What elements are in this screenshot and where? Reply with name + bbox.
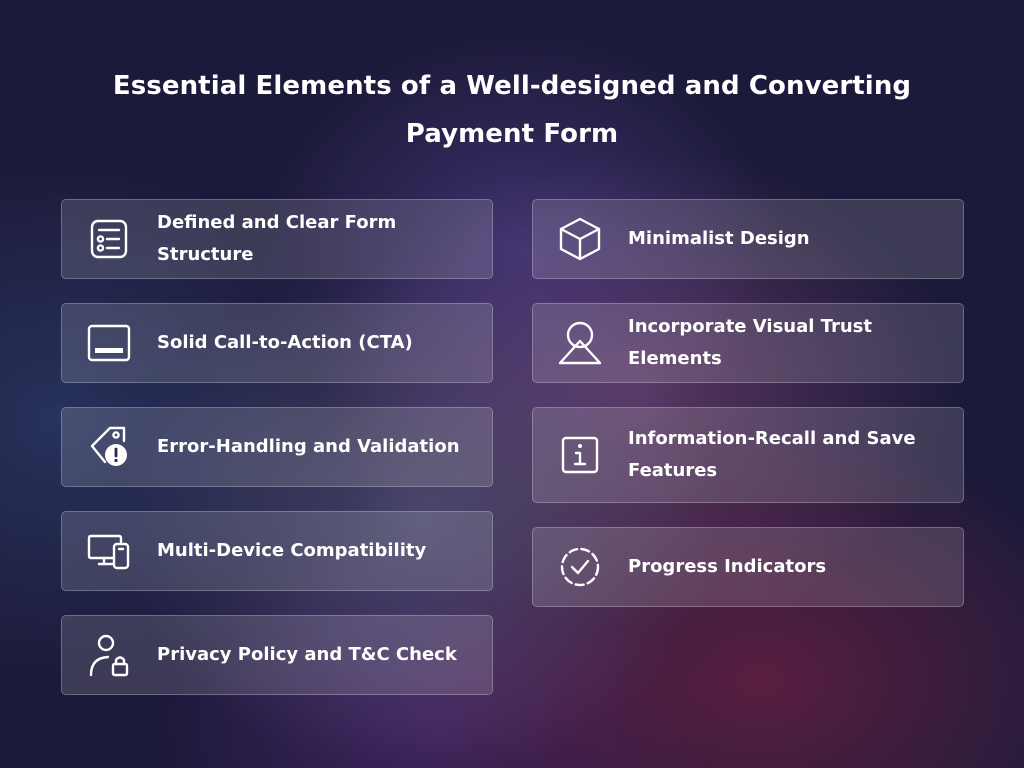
card-trust: Incorporate Visual Trust Elements <box>532 303 964 383</box>
form-list-icon <box>86 216 132 262</box>
card-minimalist: Minimalist Design <box>532 199 964 279</box>
card-label: Progress Indicators <box>628 556 827 577</box>
progress-check-icon <box>557 544 603 590</box>
tag-alert-icon <box>86 424 132 470</box>
card-recall: Information-Recall and Save Features <box>532 407 964 503</box>
card-form-structure: Defined and Clear Form Structure <box>61 199 493 279</box>
card-multi-device: Multi-Device Compatibility <box>61 511 493 591</box>
cube-icon <box>557 216 603 262</box>
card-progress: Progress Indicators <box>532 527 964 607</box>
card-label: Error-Handling and Validation <box>157 436 460 457</box>
user-lock-icon <box>86 632 132 678</box>
page-title: Essential Elements of a Well-designed an… <box>112 71 912 149</box>
card-label: Information-Recall and Save Features <box>628 428 916 481</box>
devices-icon <box>86 528 132 574</box>
shapes-icon <box>557 320 603 366</box>
card-cta: Solid Call-to-Action (CTA) <box>61 303 493 383</box>
card-label: Defined and Clear Form Structure <box>157 212 397 265</box>
card-label: Privacy Policy and T&C Check <box>157 644 457 665</box>
monitor-cta-icon <box>86 320 132 366</box>
card-label: Incorporate Visual Trust Elements <box>628 316 872 369</box>
card-privacy: Privacy Policy and T&C Check <box>61 615 493 695</box>
card-error-handling: Error-Handling and Validation <box>61 407 493 487</box>
card-label: Minimalist Design <box>628 228 810 249</box>
card-label: Multi-Device Compatibility <box>157 540 427 561</box>
info-icon <box>557 432 603 478</box>
card-label: Solid Call-to-Action (CTA) <box>157 332 413 353</box>
